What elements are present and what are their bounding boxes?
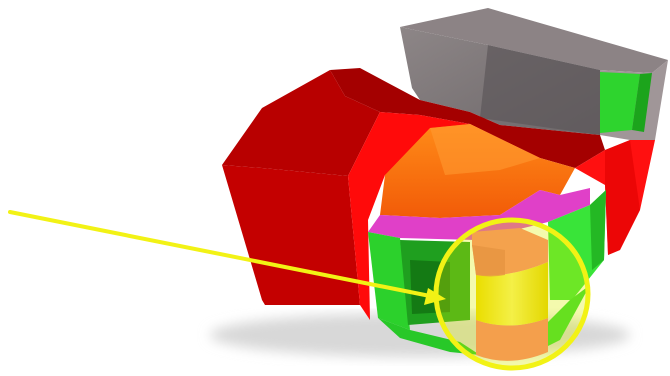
cylinder-base-salmon xyxy=(476,318,548,361)
magenta-rim xyxy=(368,188,590,240)
green-left-wall xyxy=(368,232,410,330)
highlight-fill xyxy=(436,220,588,368)
red-block-top xyxy=(222,70,380,176)
cylinder-yellow-band xyxy=(476,262,548,326)
cylinder-top-salmon-shade xyxy=(472,245,505,277)
gray-block-shade xyxy=(480,45,600,135)
green-right-wall-dark xyxy=(590,190,606,270)
green-upper-right xyxy=(600,72,640,133)
orange-interior-highlight xyxy=(430,124,540,175)
green-front-right-lower xyxy=(540,285,590,350)
gray-block-top xyxy=(400,8,668,73)
red-right-dark xyxy=(605,140,640,255)
green-upper-right-dark xyxy=(632,73,652,132)
arrow-right-icon xyxy=(8,210,446,305)
red-block-front xyxy=(222,165,360,305)
red-top-slab xyxy=(330,68,605,168)
